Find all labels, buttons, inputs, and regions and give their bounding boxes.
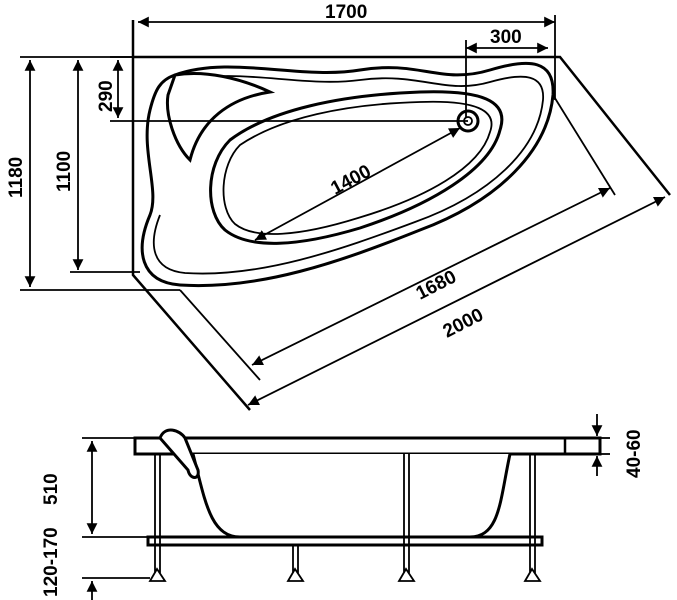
dim-2000: 2000	[440, 305, 487, 343]
dim-120-170: 120-170	[41, 527, 62, 597]
dim-1700: 1700	[325, 2, 367, 23]
frame-bar	[146, 535, 544, 547]
tub-rim-inner	[152, 75, 544, 275]
dim-1100: 1100	[54, 151, 75, 192]
outline-left	[131, 20, 251, 411]
top-view: 1700 300 290 1180 1100 1400 1680 2000	[6, 2, 671, 411]
side-view: 40-60 510 120-170	[41, 414, 645, 600]
headrest-side	[158, 428, 200, 479]
dim-40-60: 40-60	[624, 429, 645, 478]
dim-1680: 1680	[413, 267, 460, 305]
tub-rim-side	[133, 436, 602, 456]
headrest	[165, 72, 276, 163]
dim-510: 510	[41, 473, 62, 505]
dim-1180: 1180	[6, 157, 27, 198]
outline-top	[133, 55, 671, 196]
dim-300: 300	[490, 27, 522, 48]
legs	[148, 454, 542, 582]
tub-body-side	[191, 453, 512, 539]
dim-290: 290	[96, 80, 117, 112]
